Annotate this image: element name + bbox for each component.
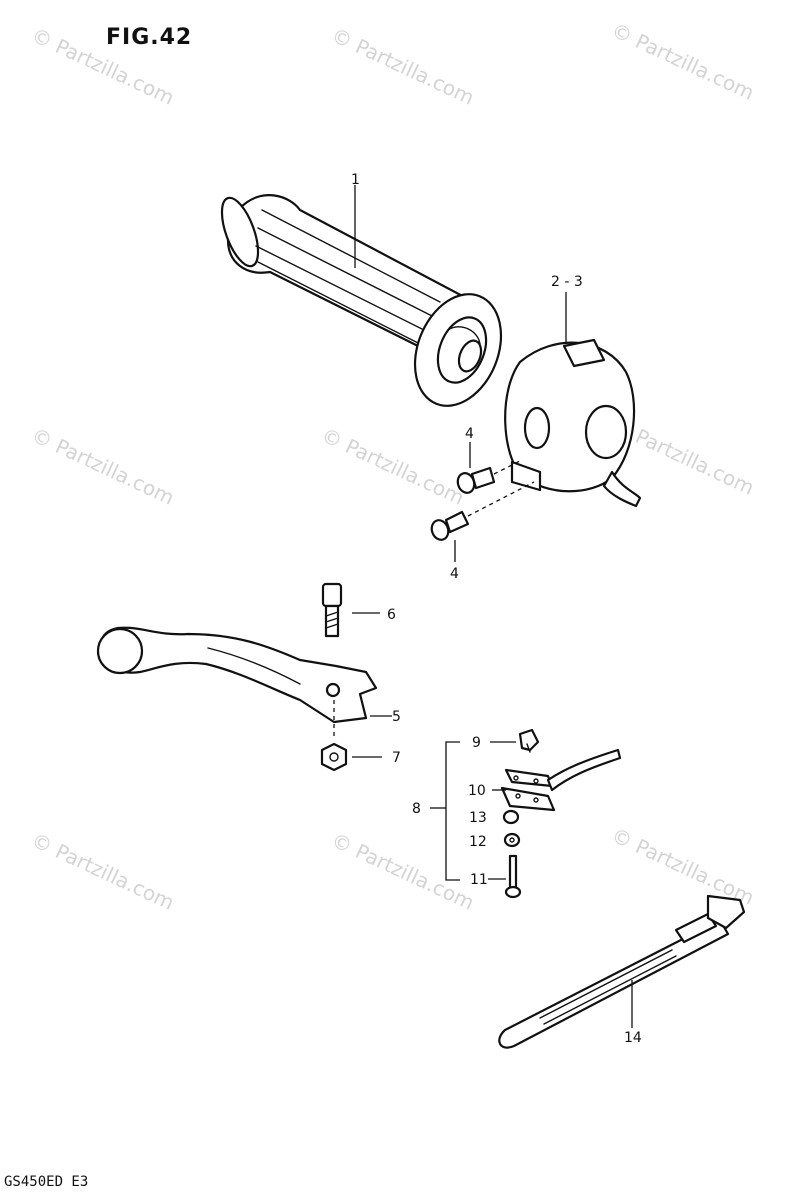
callout-11: 11 — [470, 872, 488, 888]
cable-tie-part — [498, 894, 746, 1049]
lever-bolt-part — [321, 582, 343, 638]
screw-lower-part — [430, 510, 470, 541]
callout-8: 8 — [412, 801, 421, 817]
watermark: © Partzilla.com — [28, 828, 178, 915]
lever-nut-part — [320, 742, 348, 772]
washer-part — [502, 809, 520, 825]
watermark: © Partzilla.com — [28, 423, 178, 510]
assembly-bracket — [445, 741, 460, 881]
holder-bolt-part — [518, 728, 540, 753]
callout-14: 14 — [624, 1030, 642, 1046]
callout-5: 5 — [392, 709, 401, 725]
callout-4-upper: 4 — [465, 426, 474, 442]
switch-housing-part — [504, 338, 642, 508]
watermark: © Partzilla.com — [608, 18, 758, 105]
brake-lever-part — [96, 626, 378, 724]
screw-upper-part — [456, 466, 496, 494]
callout-1: 1 — [351, 172, 360, 188]
grip-part — [220, 194, 503, 407]
lock-washer-part — [503, 832, 521, 848]
holder-part — [500, 748, 622, 812]
watermark: © Partzilla.com — [318, 423, 468, 510]
holder-screw-part — [504, 854, 522, 899]
watermark: © Partzilla.com — [328, 23, 478, 110]
callout-4-lower: 4 — [450, 566, 459, 582]
callout-9: 9 — [472, 735, 481, 751]
callout-12: 12 — [469, 834, 487, 850]
watermark: © Partzilla.com — [608, 823, 758, 910]
callout-7: 7 — [392, 750, 401, 766]
callout-6: 6 — [387, 607, 396, 623]
watermarks: © Partzilla.com © Partzilla.com © Partzi… — [28, 18, 758, 915]
model-code: GS450ED E3 — [4, 1174, 88, 1190]
callout-10: 10 — [468, 783, 486, 799]
callout-2-3: 2 - 3 — [551, 274, 583, 290]
callout-13: 13 — [469, 810, 487, 826]
watermark: © Partzilla.com — [328, 828, 478, 915]
figure-title: FIG.42 — [106, 25, 192, 50]
leader-line — [493, 459, 523, 475]
